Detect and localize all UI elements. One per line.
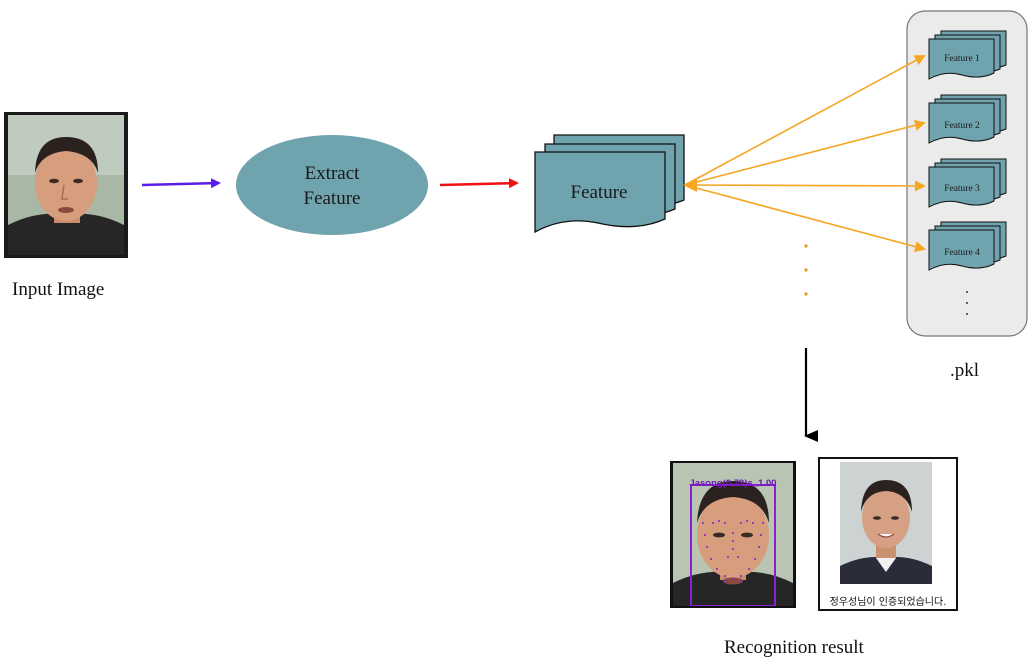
recognition-match-card: 정우성님이 인증되었습니다. — [818, 457, 958, 611]
recognition-detection-frame: Jasong(0.79)s_1.00 — [670, 461, 796, 608]
arrow-extract-to-feature — [439, 178, 519, 189]
pkl-item-2-label: Feature 2 — [944, 121, 980, 131]
extract-label-line2: Feature — [304, 188, 361, 209]
ellipsis-dots-icon — [804, 244, 808, 296]
input-image-label: Input Image — [12, 279, 105, 300]
pkl-feature-2-doc-icon — [928, 94, 1007, 144]
feature-stack-label: Feature — [571, 182, 628, 203]
pkl-item-4-label: Feature 4 — [944, 248, 980, 258]
detected-face-photo-icon: Jasong(0.79)s_1.00 — [673, 463, 793, 606]
feature-document-stack-icon — [534, 134, 685, 234]
match-caption: 정우성님이 인증되었습니다. — [829, 597, 947, 608]
input-face-photo — [4, 112, 128, 258]
pkl-feature-4-doc-icon — [928, 221, 1007, 271]
pkl-item-3-label: Feature 3 — [944, 184, 980, 194]
pkl-feature-3-doc-icon — [928, 158, 1007, 208]
extract-label-line1: Extract — [305, 163, 361, 184]
feature-comparison-arrows — [683, 55, 926, 252]
face-photo-icon — [8, 115, 124, 255]
pkl-label: .pkl — [950, 360, 980, 381]
pkl-feature-docs — [928, 30, 1007, 271]
recognition-result-label: Recognition result — [724, 637, 864, 658]
arrow-input-to-extract — [141, 178, 221, 189]
extract-feature-node — [236, 135, 428, 235]
matched-face-photo-icon — [840, 462, 932, 584]
pkl-feature-1-doc-icon — [928, 30, 1007, 80]
detection-text: Jasong(0.79)s_1.00 — [689, 478, 776, 489]
pkl-item-1-label: Feature 1 — [944, 54, 980, 64]
pkl-ellipsis-icon — [966, 291, 968, 315]
